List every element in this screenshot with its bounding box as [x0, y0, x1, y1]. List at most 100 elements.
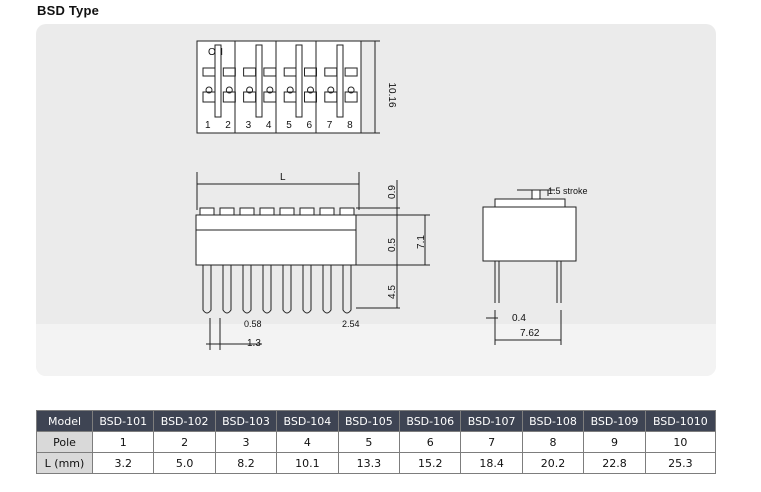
length-cell: 20.2	[521, 452, 585, 474]
front-actuator	[339, 207, 355, 216]
switch-dot	[286, 86, 294, 94]
pole-cell: 2	[153, 431, 216, 453]
pole-cell: 3	[214, 431, 278, 453]
switch-actuator	[263, 67, 277, 77]
dim-7-1: 7.1	[416, 235, 427, 249]
pole-cell: 5	[337, 431, 401, 453]
switch-dot	[225, 86, 233, 94]
front-pin	[262, 265, 272, 314]
dim-0-58: 0.58	[244, 319, 262, 329]
switch-dot	[307, 86, 314, 94]
top-rail	[336, 44, 344, 118]
model-cell: BSD-102	[153, 410, 216, 432]
model-cell: BSD-103	[214, 410, 278, 432]
length-label: L (mm)	[36, 452, 93, 474]
dim-1-3: 1.3	[247, 338, 261, 349]
top-rail	[295, 44, 303, 118]
length-cell: 22.8	[583, 452, 646, 474]
length-row: L (mm) 3.2 5.0 8.2 10.1 13.3 15.2 18.4 2…	[36, 452, 717, 474]
switch-number: 7	[327, 120, 333, 131]
model-cell: BSD-104	[276, 410, 339, 432]
switch-actuator	[202, 67, 216, 77]
switch-dot	[205, 86, 213, 94]
dim-0-5: 0.5	[387, 238, 398, 252]
front-actuator	[239, 207, 255, 216]
length-cell: 3.2	[91, 452, 155, 474]
pole-cell: 8	[521, 431, 585, 453]
switch-actuator	[304, 67, 317, 77]
pole-cell: 10	[644, 431, 717, 453]
switch-actuator	[324, 67, 338, 77]
pole-cell: 9	[583, 431, 646, 453]
switch-number: 2	[225, 120, 231, 131]
front-pin	[242, 265, 252, 314]
front-pin	[302, 265, 312, 314]
dim-2-54: 2.54	[342, 319, 360, 329]
spec-table: Model BSD-101 BSD-102 BSD-103 BSD-104 BS…	[36, 410, 717, 474]
front-actuator	[319, 207, 335, 216]
switch-number: 1	[205, 120, 211, 131]
model-cell: BSD-106	[399, 410, 462, 432]
pole-cell: 6	[399, 431, 462, 453]
drawing-lower-band	[36, 324, 716, 376]
switch-number: 3	[246, 120, 252, 131]
switch-actuator	[344, 67, 358, 77]
pole-cell: 7	[460, 431, 523, 453]
dim-0-9: 0.9	[387, 185, 398, 199]
length-cell: 10.1	[276, 452, 339, 474]
dim-stroke: 1.5 stroke	[548, 186, 588, 196]
model-label: Model	[36, 410, 93, 432]
dim-top-height: 10.16	[386, 82, 397, 107]
front-pin	[282, 265, 292, 314]
switch-actuator	[243, 67, 257, 77]
switch-dot	[246, 86, 254, 94]
model-cell: BSD-107	[460, 410, 523, 432]
model-row: Model BSD-101 BSD-102 BSD-103 BSD-104 BS…	[36, 410, 717, 432]
model-cell: BSD-1010	[644, 410, 717, 432]
front-actuator	[299, 207, 315, 216]
switch-number: 5	[286, 120, 292, 131]
dim-0-4: 0.4	[512, 313, 526, 324]
page-title: BSD Type	[37, 3, 100, 18]
switch-actuator	[222, 67, 236, 77]
pole-row: Pole 1 2 3 4 5 6 7 8 9 10	[36, 431, 717, 453]
switch-dot	[347, 86, 355, 94]
model-cell: BSD-105	[337, 410, 401, 432]
model-cell: BSD-109	[583, 410, 646, 432]
front-actuator	[279, 207, 295, 216]
pole-label: Pole	[36, 431, 93, 453]
front-pin	[342, 265, 352, 314]
length-cell: 13.3	[337, 452, 401, 474]
model-cell: BSD-108	[521, 410, 585, 432]
front-actuator	[259, 207, 275, 216]
dim-4-5: 4.5	[387, 285, 398, 299]
length-cell: 25.3	[644, 452, 717, 474]
length-cell: 15.2	[399, 452, 462, 474]
side-view: 1.5 stroke 0.4 7.62	[482, 186, 588, 345]
length-cell: 5.0	[153, 452, 216, 474]
front-pin	[322, 265, 332, 314]
top-rail	[214, 44, 222, 118]
top-rail	[255, 44, 263, 118]
switch-number: 8	[347, 120, 353, 131]
front-actuator	[219, 207, 235, 216]
pole-cell: 1	[91, 431, 155, 453]
dim-length: L	[280, 172, 286, 183]
switch-dot	[266, 86, 274, 94]
switch-actuator	[283, 67, 297, 77]
length-cell: 8.2	[214, 452, 278, 474]
front-pin	[202, 265, 212, 314]
switch-number: 4	[266, 120, 272, 131]
model-cell: BSD-101	[91, 410, 155, 432]
front-actuator	[199, 207, 215, 216]
switch-dot	[327, 86, 335, 94]
length-cell: 18.4	[460, 452, 523, 474]
switch-number: 6	[307, 120, 313, 131]
front-view: L 0.9 0.5 7.1 4.5 0.58 2.54 1.3	[195, 172, 430, 350]
dim-7-62: 7.62	[520, 328, 540, 339]
switch-actuator	[344, 91, 358, 103]
pole-cell: 4	[276, 431, 339, 453]
